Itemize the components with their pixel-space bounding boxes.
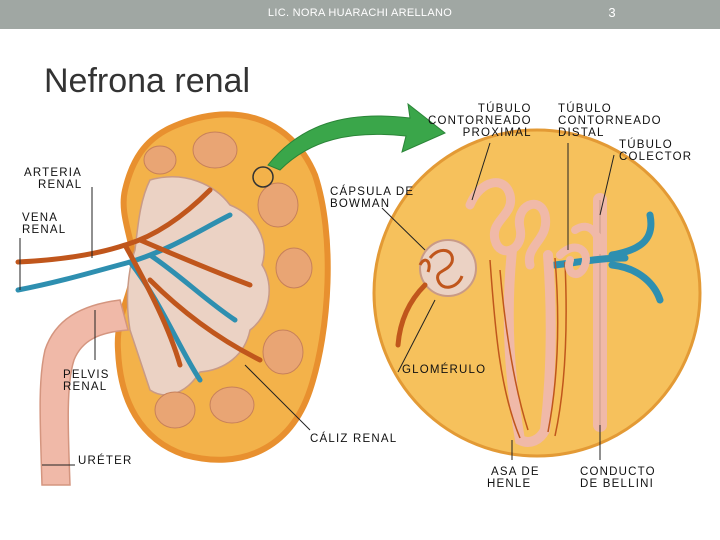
renal-pyramids xyxy=(143,131,313,429)
distal-tubule xyxy=(556,222,604,278)
label-glomerulo: GLOMÉRULO xyxy=(402,364,487,376)
slide-title: Nefrona renal xyxy=(44,62,251,100)
proximal-tubule xyxy=(465,178,551,270)
nephron-illustration xyxy=(372,128,702,458)
label-pointers xyxy=(19,142,615,466)
zoom-arrow xyxy=(267,102,446,171)
nephron-vein xyxy=(551,211,664,304)
nephron-location-circle xyxy=(252,166,274,188)
author-header: LIC. NORA HUARACHI ARELLANO xyxy=(267,7,453,19)
kidney-illustration xyxy=(15,111,331,486)
vasa-recta xyxy=(489,257,567,439)
slide-number: 3 xyxy=(608,5,616,20)
header-bar xyxy=(0,0,720,29)
renal-artery xyxy=(15,187,263,368)
glomerulus xyxy=(418,248,464,289)
loop-of-henle xyxy=(503,245,556,447)
nephron-circle xyxy=(372,128,702,458)
ureter-tube xyxy=(39,299,129,486)
label-caliz-renal: CÁLIZ RENAL xyxy=(310,433,398,445)
label-ureter: URÉTER xyxy=(78,455,133,467)
afferent-arteriole xyxy=(395,282,428,348)
